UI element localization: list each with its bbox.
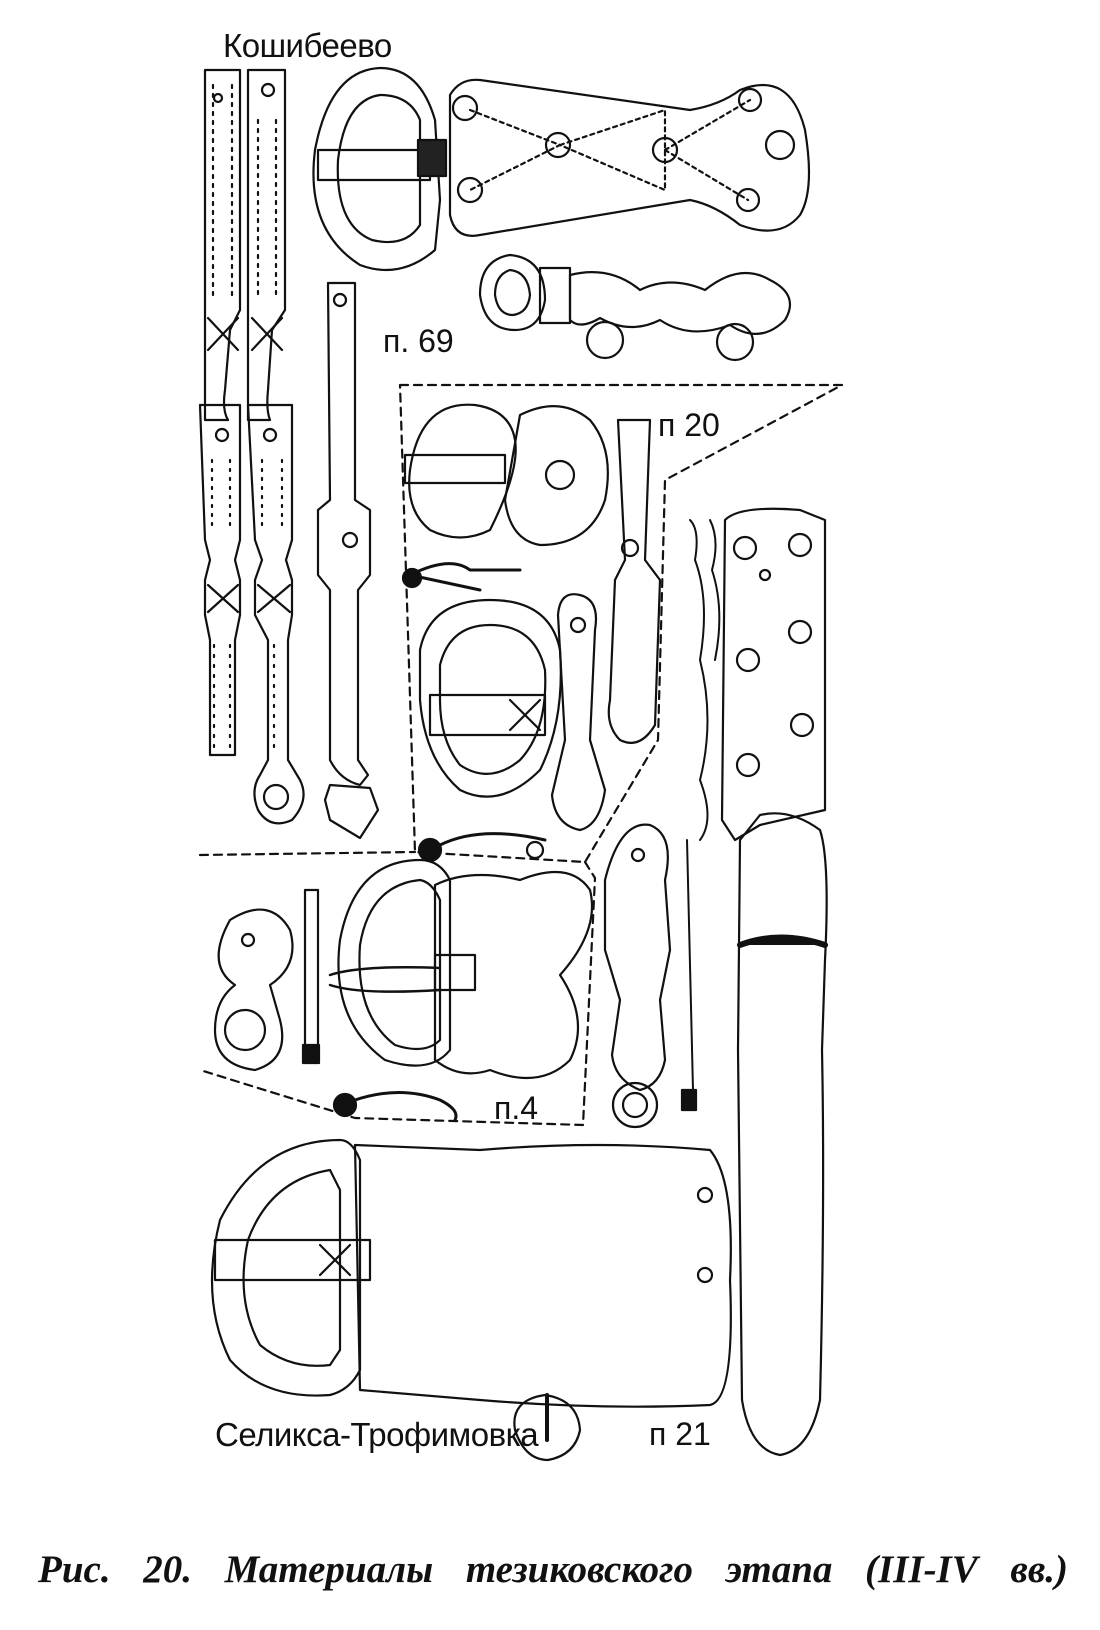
strap-end-pendants [200,70,304,823]
caption-word: 20. [143,1548,192,1591]
caption-word: тезиковского [465,1548,694,1591]
site-label-seliksa-trofimovka: Селикса-Трофимовка [215,1416,539,1453]
grave-outline [200,385,842,1125]
site-label-koshibeevo: Кошибеево [223,27,392,64]
plate-and-knife [722,509,827,1455]
koshibeevo-buckle [313,68,809,270]
caption-word: этапа [725,1548,833,1591]
grave-20-finds [403,405,719,840]
grave-4-finds [215,825,696,1127]
grave-21-finds [212,1140,731,1460]
caption-word: (III-IV [865,1548,978,1591]
caption-word: Материалы [224,1548,434,1591]
figure-caption: Рис. 20. Материалы тезиковского этапа (I… [38,1547,1068,1592]
grave-label-20: п 20 [658,407,720,443]
caption-word: вв.) [1010,1548,1068,1591]
small-bead-buckle [480,255,790,360]
caption-word: Рис. [38,1548,111,1591]
grave-label-21: п 21 [649,1416,711,1452]
leaf-terminal-strap-end [318,283,378,838]
grave-label-4: п.4 [494,1090,539,1126]
grave-label-69: п. 69 [383,323,454,359]
